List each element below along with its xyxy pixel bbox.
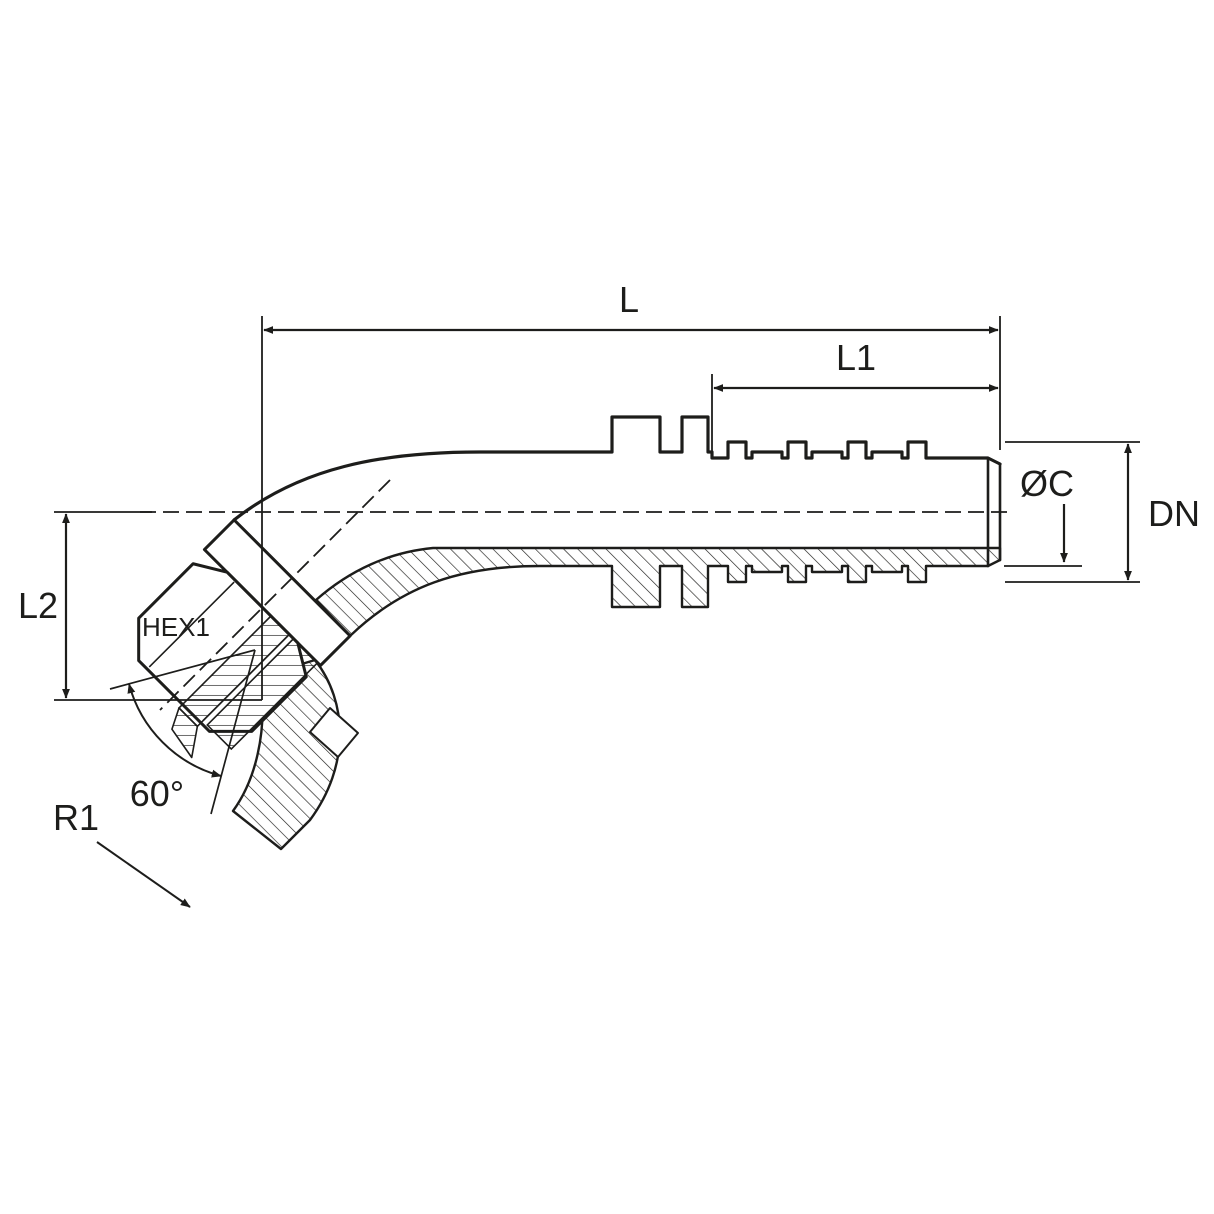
cone-angle-label: 60° xyxy=(130,773,184,814)
dim-l2-label: L2 xyxy=(18,585,58,626)
shank-top-profile xyxy=(232,415,1002,522)
dim-l-label: L xyxy=(619,279,639,320)
cone-flank-lines xyxy=(109,649,256,815)
bend-radius-label: R1 xyxy=(53,797,99,838)
shank-lower-wall-section xyxy=(314,546,1002,638)
hex-size-label: HEX1 xyxy=(142,612,210,642)
centerline-45deg xyxy=(159,479,391,711)
section-step-notch xyxy=(309,707,359,758)
dim-oc-label: ØC xyxy=(1020,463,1074,504)
dim-l1-label: L1 xyxy=(836,337,876,378)
bend-radius-leader xyxy=(96,841,191,908)
dim-dn-label: DN xyxy=(1148,493,1200,534)
